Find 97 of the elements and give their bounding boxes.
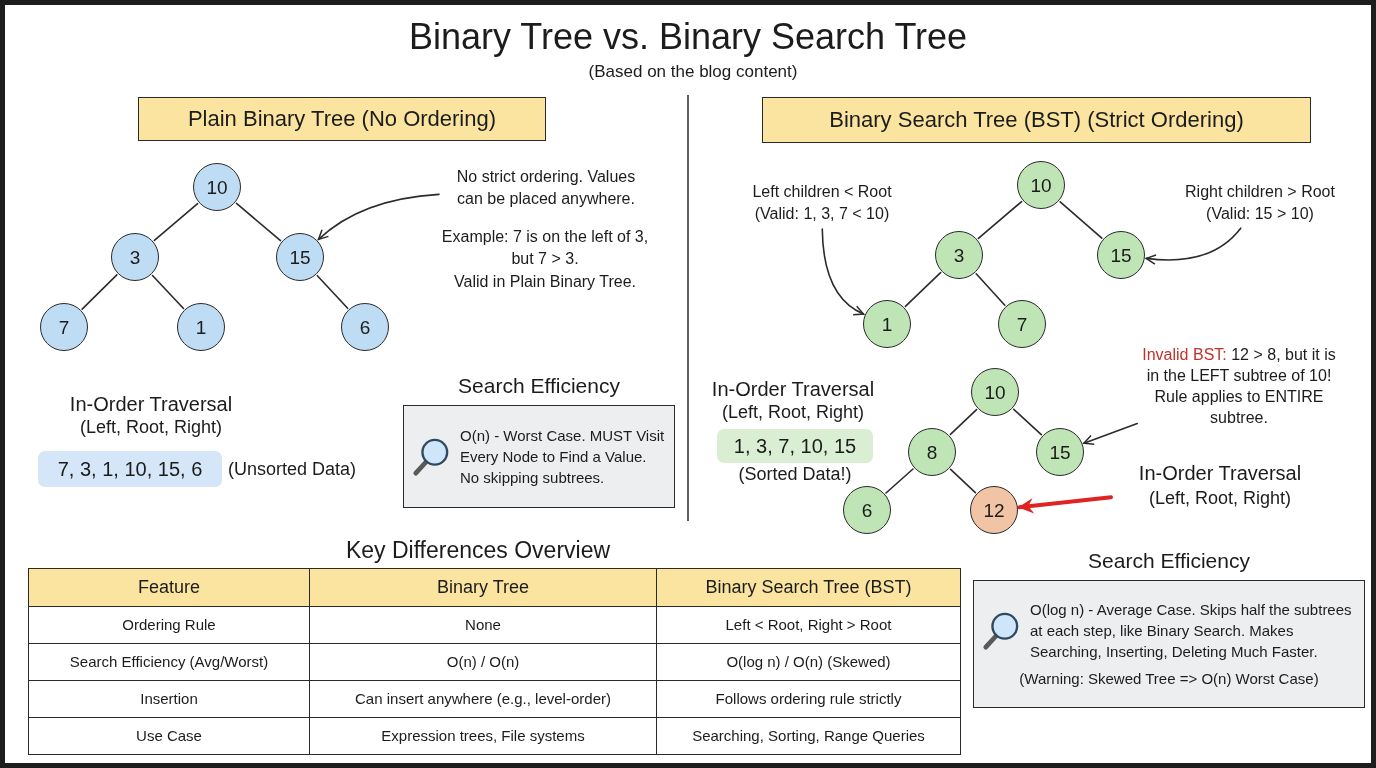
sequence-text: 1, 3, 7, 10, 15 xyxy=(733,436,857,456)
connector-line xyxy=(153,202,199,242)
title-banner xyxy=(138,97,546,141)
side-note: (Sorted Data!) xyxy=(738,463,852,486)
tree-node xyxy=(111,233,159,281)
panel-note: (Warning: Skewed Tree => O(n) Worst Case) xyxy=(1018,669,1320,689)
connector-line xyxy=(949,468,977,494)
node-value: 1 xyxy=(195,317,207,337)
table-cell: None xyxy=(309,606,657,644)
banner-text: Plain Binary Tree (No Ordering) xyxy=(187,105,497,133)
node-value: 8 xyxy=(926,442,938,462)
section-sublabel: (Left, Root, Right) xyxy=(721,401,865,424)
panel-heading: Search Efficiency xyxy=(1088,548,1250,574)
node-value: 3 xyxy=(129,247,141,267)
tree-node xyxy=(1097,231,1145,279)
title-banner xyxy=(762,97,1311,143)
annotation-text: Left children < Root xyxy=(752,182,892,202)
table-cell: O(n) / O(n) xyxy=(309,643,657,681)
banner-text: Binary Search Tree (BST) (Strict Ordering) xyxy=(829,106,1244,134)
table-cell: Left < Root, Right > Root xyxy=(656,606,961,644)
tree-node xyxy=(40,303,88,351)
pointer-arrow xyxy=(1083,422,1139,446)
connector-line xyxy=(81,274,118,310)
tree-node xyxy=(1036,428,1084,476)
connector-line xyxy=(316,274,349,310)
node-value: 1 xyxy=(881,314,893,334)
node-value: 6 xyxy=(359,317,371,337)
side-note: (Unsorted Data) xyxy=(228,458,357,481)
highlight-strip xyxy=(38,451,222,487)
tree-node xyxy=(970,486,1018,534)
highlight-strip xyxy=(717,429,873,463)
node-value: 7 xyxy=(58,317,70,337)
pointer-arrow xyxy=(1017,495,1113,514)
node-value: 15 xyxy=(1110,245,1132,265)
table-cell: Ordering Rule xyxy=(28,606,310,644)
section-sublabel: (Left, Root, Right) xyxy=(79,416,223,439)
annotation-subtext: (Valid: 15 > 10) xyxy=(1206,204,1314,224)
pointer-arrow xyxy=(1145,227,1242,265)
tree-node xyxy=(276,233,324,281)
panel-heading: Search Efficiency xyxy=(458,373,620,399)
section-label: In-Order Traversal xyxy=(711,377,875,402)
table-cell: Expression trees, File systems xyxy=(309,717,657,755)
annotation-text: In-Order Traversal xyxy=(1138,461,1302,486)
node-value: 7 xyxy=(1016,314,1028,334)
connector-line xyxy=(949,408,978,436)
node-value: 15 xyxy=(289,247,311,267)
connector-line xyxy=(235,202,282,242)
connector-line xyxy=(1059,201,1103,239)
section-label: In-Order Traversal xyxy=(69,392,233,417)
table-cell: O(log n) / O(n) (Skewed) xyxy=(656,643,961,681)
annotation-text: Valid in Plain Binary Tree. xyxy=(454,272,636,292)
table-header-cell: Feature xyxy=(28,568,310,607)
annotation-text: Right children > Root xyxy=(1185,182,1335,202)
annotation-text: No strict ordering. Values can be placed anywhere. xyxy=(455,167,637,209)
annotation-text: Example: 7 is on the left of 3, but 7 > 3. xyxy=(440,227,650,269)
table-header-cell: Binary Search Tree (BST) xyxy=(656,568,961,607)
connector-line xyxy=(975,273,1006,306)
tree-node xyxy=(1017,161,1065,209)
tree-node xyxy=(177,303,225,351)
annotation-text: Invalid BST: 12 > 8, but it is in the LEFT subtree of 10! Rule applies to ENTIRE subtree. xyxy=(1141,344,1337,428)
node-value: 10 xyxy=(206,177,228,197)
annotation-subtext: (Valid: 1, 3, 7 < 10) xyxy=(754,204,890,224)
annotation-subtext: (Left, Root, Right) xyxy=(1148,487,1292,510)
table-cell: Searching, Sorting, Range Queries xyxy=(656,717,961,755)
table-cell: Insertion xyxy=(28,680,310,718)
node-value: 10 xyxy=(1030,175,1052,195)
subtitle: (Based on the blog content) xyxy=(588,61,798,83)
sequence-text: 7, 3, 1, 10, 15, 6 xyxy=(57,459,203,479)
pointer-arrow xyxy=(317,193,440,241)
diagram-title: Binary Tree vs. Binary Search Tree xyxy=(408,15,968,59)
node-value: 6 xyxy=(861,500,873,520)
node-value: 3 xyxy=(953,245,965,265)
tree-node xyxy=(843,486,891,534)
table-cell: Search Efficiency (Avg/Worst) xyxy=(28,643,310,681)
tree-node xyxy=(971,368,1019,416)
connector-line xyxy=(904,271,942,308)
table-header-cell: Binary Tree xyxy=(309,568,657,607)
tree-node xyxy=(998,300,1046,348)
connector-line xyxy=(885,468,914,494)
panel-text: O(n) - Worst Case. MUST Visit Every Node to Find a Value. No skipping subtrees. xyxy=(460,426,666,488)
tree-node xyxy=(193,163,241,211)
connector-line xyxy=(1012,408,1043,436)
tree-node xyxy=(341,303,389,351)
tree-node xyxy=(863,300,911,348)
node-value: 15 xyxy=(1049,442,1071,462)
table-cell: Follows ordering rule strictly xyxy=(656,680,961,718)
pointer-arrow xyxy=(821,228,865,315)
connector-line xyxy=(151,274,185,310)
table-cell: Can insert anywhere (e.g., level-order) xyxy=(309,680,657,718)
connector-line xyxy=(977,200,1023,240)
tree-node xyxy=(935,231,983,279)
tree-node xyxy=(908,428,956,476)
table-title: Key Differences Overview xyxy=(345,536,611,565)
panel-text: O(log n) - Average Case. Skips half the subtrees at each step, like Binary Search. Makes Searching, Inserting, Deleting Much Faster. xyxy=(1030,600,1353,662)
node-value: 10 xyxy=(984,382,1006,402)
table-cell: Use Case xyxy=(28,717,310,755)
node-value: 12 xyxy=(983,500,1005,520)
